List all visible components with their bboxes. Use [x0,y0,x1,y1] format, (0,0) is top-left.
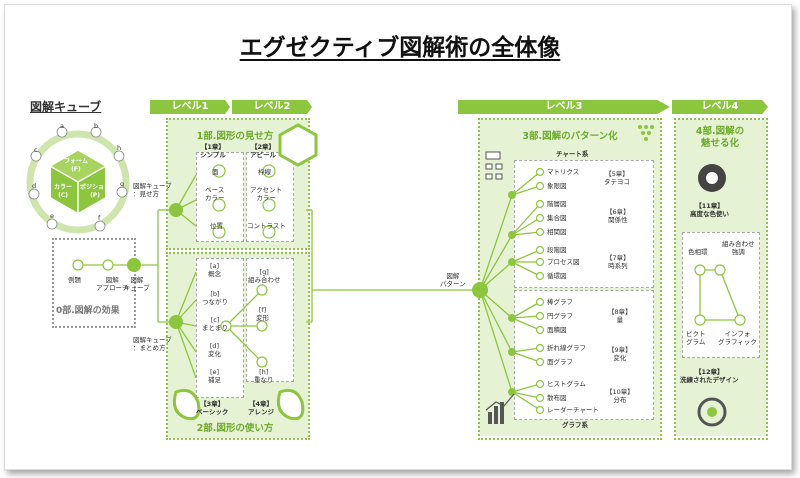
pattern-scatter: 散布図 [547,394,567,402]
level1-header: レベル1 [150,100,230,114]
approach-label: 図解 アプローチ [96,276,129,292]
ch12-label: 【12章】 洗練されたデザイン [680,368,739,384]
ch6-label: 【6章】 関係性 [606,208,630,224]
ch9-label: 【9章】 変化 [608,346,632,362]
cube-letter-f: f [98,214,101,222]
ch1-item-base-color: ベース カラー [205,186,225,202]
ch4-item-h: [h] 重なり [254,368,274,384]
ch4-item-f: [f] 変形 [256,306,269,322]
ch1-item-position: 位置 [210,222,223,230]
color-phase-label: 色相環 [688,248,708,256]
graph-type-label: グラフ系 [562,421,588,429]
pattern-hierarchy: 階層図 [547,200,567,208]
ch2-item-contrast: コントラスト [247,222,286,230]
pattern-histogram: ヒストグラム [547,380,586,388]
cube-hub-label: 図解 キューブ [124,276,150,292]
pictogram-label: ピクト グラム [686,330,706,346]
pattern-area-chart: 面積図 [547,326,567,334]
ch3-label: 【3章】 ベーシック [196,400,229,416]
level2-header: レベル2 [232,100,312,114]
part3-chart-groups-box [514,160,654,288]
cube-letter-g: g [120,180,125,188]
part0-label: 0部.図解の効果 [56,306,120,316]
pattern-quadrant: 象限図 [547,182,567,190]
part4-box [674,118,768,440]
ch2-item-accent-color: アクセント カラー [250,186,283,202]
pattern-correlation: 相関図 [547,228,567,236]
cube-letter-c: c [34,146,38,154]
part1-heading: 1部.図形の見せ方 [196,131,274,142]
infographic-label: インフォ グラフィック [718,330,757,346]
ch3-item-d: [d] 変化 [208,342,221,358]
combo-emphasis-label: 組み合わせ 強調 [722,240,755,256]
level4-header: レベル4 [672,100,768,114]
pattern-line-graph: 折れ線グラフ [547,344,586,352]
ch2-item-border: 枠線 [258,168,271,176]
ch3-item-e: [e] 補足 [208,368,221,384]
part2-box [166,252,310,440]
part3-hub-label: 図解 パターン [440,272,466,288]
ch4-item-g: [g] 組み合わせ [248,268,281,284]
ch4-label: 【4章】 アレンジ [248,400,274,416]
ch4-box [246,258,294,382]
ch3-item-a: [a] 概念 [208,262,221,278]
ch1-label: 【1章】 シンプル [200,143,226,159]
ch5-label: 【5章】 タテヨコ [604,170,630,186]
part2-heading: 2部.図形の使い方 [196,423,274,434]
pattern-bar-graph: 棒グラフ [547,298,573,306]
ch3-box [196,258,244,398]
cube-letter-d: d [32,182,37,190]
cube-letter-b: b [94,122,99,130]
part3-box [478,118,662,440]
page-title: エグゼクティブ図解術の全体像 [239,35,561,61]
pattern-set: 集合図 [547,214,567,222]
pattern-matrix: マトリクス [547,168,580,176]
pattern-cycle: 循環図 [547,272,567,280]
ch8-label: 【8章】 量 [608,308,632,324]
cube-color-face: カラー (C) [54,184,73,199]
ch11-label: 【11章】 高度な色使い [690,202,729,218]
level3-header: レベル3 [458,100,670,114]
ch7-label: 【7章】 時系列 [606,254,630,270]
pattern-plane-graph: 面グラフ [547,358,573,366]
cube-letter-h: h [117,144,122,152]
cube-letter-e: e [50,212,54,220]
cube-form-face: フォーム (F) [64,158,88,173]
ch3-item-c: [c] まとまり [202,316,228,332]
part4-heading: 4部.図解の 魅せる化 [695,126,745,149]
pattern-pie-graph: 円グラフ [547,312,573,320]
chart-type-label: チャート系 [556,150,589,158]
ch1-item-plane: 面 [212,168,219,176]
ch10-label: 【10章】 分布 [606,388,634,404]
part1-hub-label: 図解キューブ ：見せ方 [133,182,172,198]
ch2-label: 【2章】 アピール [250,143,276,159]
cube-position-face: ポジション (P) [80,184,111,199]
cube-heading: 図解キューブ [30,100,102,114]
part0-box [52,238,136,328]
examples-label: 例題 [68,276,81,284]
cube-letter-a: a [60,122,64,130]
part1-box [166,118,310,250]
pattern-stage: 段階図 [547,246,567,254]
ch11-box [682,232,760,358]
ch3-item-b: [b] つながり [202,290,228,306]
part3-heading: 3部.図解のパターン化 [522,131,618,142]
part2-hub-label: 図解キューブ ：まとめ方 [133,336,172,352]
pattern-radar-chart: レーダーチャート [547,406,599,414]
pattern-process: プロセス図 [547,258,580,266]
